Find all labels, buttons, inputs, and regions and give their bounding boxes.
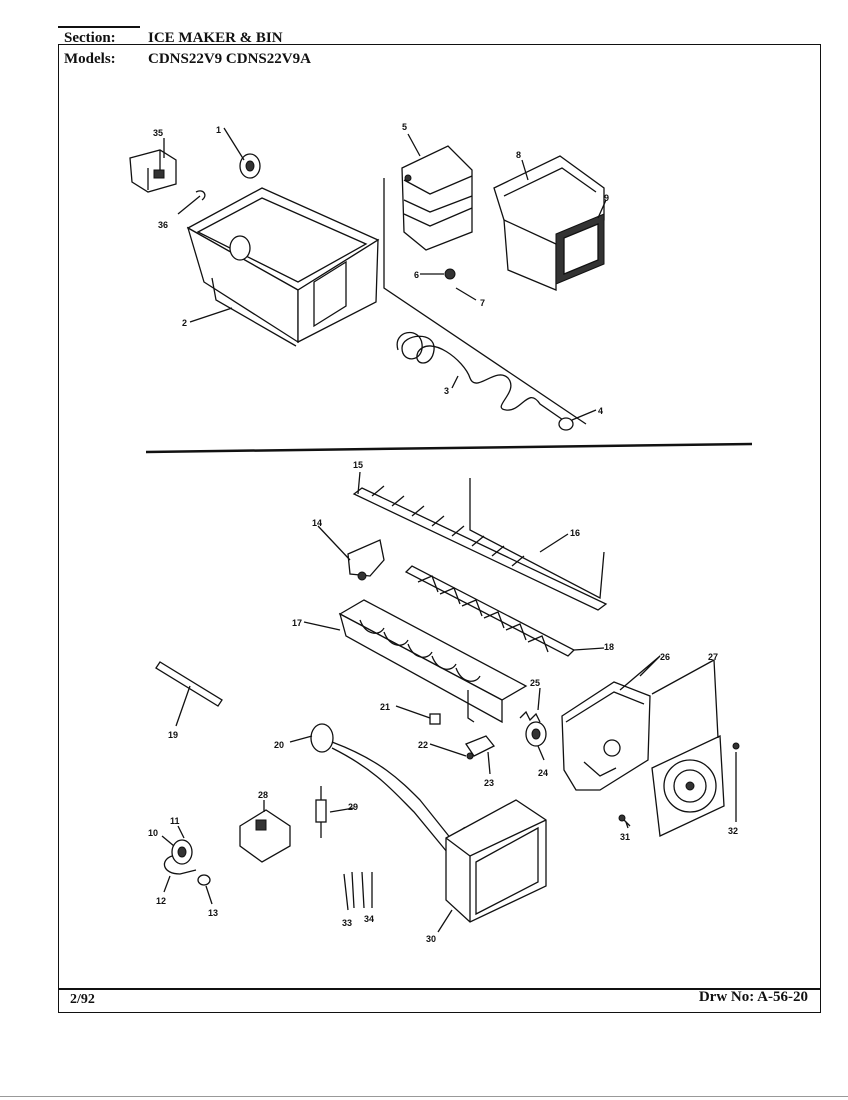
callout-23: 23: [484, 778, 494, 788]
models-label: Models:: [64, 51, 116, 67]
callout-3: 3: [444, 386, 449, 396]
callout-16: 16: [570, 528, 580, 538]
callout-35: 35: [153, 128, 163, 138]
part-11-valve: [171, 839, 193, 865]
callout-30: 30: [426, 934, 436, 944]
callout-2: 2: [182, 318, 187, 328]
part-27-motor-plate: [651, 735, 725, 837]
callout-20: 20: [274, 740, 284, 750]
part-15-ejector: [352, 485, 608, 611]
callout-25: 25: [530, 678, 540, 688]
callout-17: 17: [292, 618, 302, 628]
part-32-screw: [732, 742, 740, 750]
callout-13: 13: [208, 908, 218, 918]
callout-10: 10: [148, 828, 158, 838]
part-24-cam: [525, 721, 547, 747]
callout-12: 12: [156, 896, 166, 906]
callout-19: 19: [168, 730, 178, 740]
page-bottom-rule: [0, 1096, 848, 1097]
callout-6: 6: [414, 270, 419, 280]
callout-7: 7: [480, 298, 485, 308]
part-21-clip: [429, 713, 441, 725]
part-23-bracket: [465, 735, 496, 757]
models-value: CDNS22V9 CDNS22V9A: [148, 51, 311, 67]
callout-31: 31: [620, 832, 630, 842]
callout-27: 27: [708, 652, 718, 662]
part-20-heater-harness: [310, 723, 465, 862]
part-29-resistor: [315, 786, 327, 838]
revision-date: 2/92: [70, 992, 95, 1007]
footer-rule: [58, 988, 821, 990]
callout-11: 11: [170, 816, 180, 826]
callout-32: 32: [728, 826, 738, 836]
callout-1: 1: [216, 125, 221, 135]
callout-36: 36: [158, 220, 168, 230]
part-16-shutoff-arm: [469, 478, 605, 600]
callout-24: 24: [538, 768, 548, 778]
part-36-screw: [177, 190, 206, 215]
part-5-bracket: [383, 145, 587, 425]
parts-33-34-screws: [343, 871, 373, 911]
part-25-spring: [519, 710, 541, 723]
callout-4: 4: [598, 406, 603, 416]
callout-26: 26: [660, 652, 670, 662]
callout-15: 15: [353, 460, 363, 470]
callout-21: 21: [380, 702, 390, 712]
part-2-ice-bin: [186, 187, 380, 347]
section-header: Section: ICE MAKER & BIN: [64, 31, 283, 46]
part-30-cover: [445, 799, 547, 923]
top-rule: [58, 26, 140, 28]
part-13-plug: [197, 874, 211, 886]
callout-28: 28: [258, 790, 268, 800]
callout-5: 5: [402, 122, 407, 132]
section-divider: [145, 442, 753, 454]
part-31-screw: [618, 814, 631, 827]
callout-22: 22: [418, 740, 428, 750]
drawing-frame: [58, 44, 821, 1013]
section-value: ICE MAKER & BIN: [148, 30, 283, 46]
part-26-housing: [561, 681, 651, 791]
callout-14: 14: [312, 518, 322, 528]
part-17-mold: [338, 599, 528, 724]
callout-18: 18: [604, 642, 614, 652]
leader-lines: [161, 127, 737, 933]
part-6-nut: [420, 268, 456, 280]
models-header: Models: CDNS22V9 CDNS22V9A: [64, 52, 311, 67]
callout-29: 29: [348, 802, 358, 812]
callout-9: 9: [604, 193, 609, 203]
callout-8: 8: [516, 150, 521, 160]
part-35-bin-switch: [129, 149, 177, 193]
part-7-screw: [455, 287, 477, 301]
callout-33: 33: [342, 918, 352, 928]
callout-34: 34: [364, 914, 374, 924]
part-28-relay: [239, 809, 291, 863]
part-14-bracket: [347, 539, 385, 581]
part-12-wire: [163, 855, 197, 875]
part-19-tube: [155, 661, 223, 707]
part-4-grommet: [558, 417, 574, 431]
part-3-heater: [396, 331, 567, 423]
part-8-chute: [493, 155, 605, 291]
part-9-seal: [555, 213, 605, 285]
drawing-number: Drw No: A-56-20: [698, 989, 808, 1005]
part-22-screw: [466, 752, 474, 760]
part-1-cap: [239, 153, 261, 179]
section-label: Section:: [64, 30, 116, 46]
